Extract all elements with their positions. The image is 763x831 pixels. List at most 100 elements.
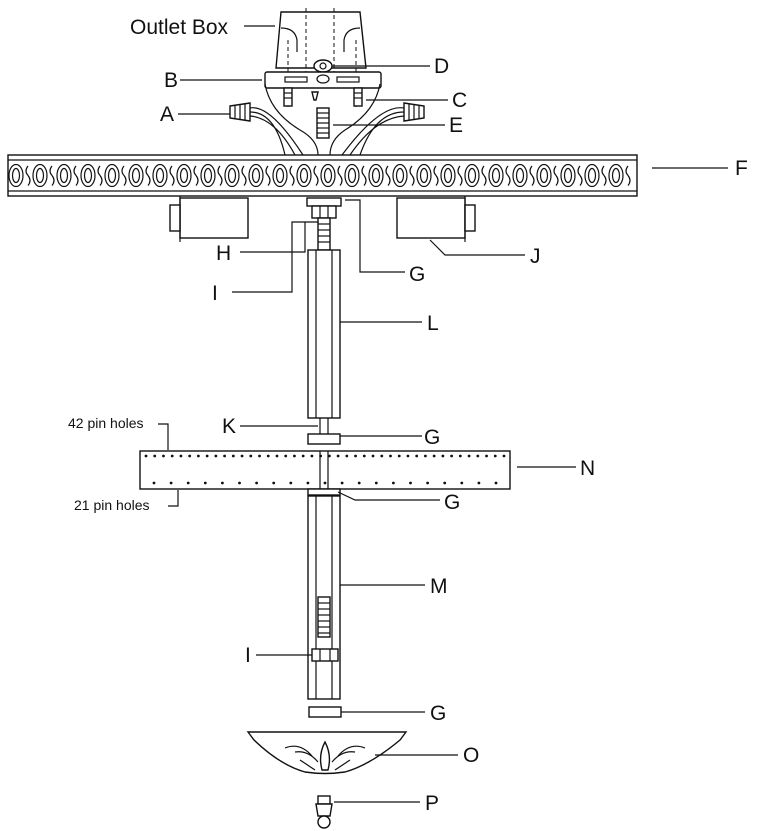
p-finial (315, 795, 333, 829)
pin-hole-top (467, 454, 471, 458)
label-i-lower: I (245, 644, 251, 667)
label-h: H (216, 242, 231, 265)
label-a: A (160, 103, 174, 126)
f-canopy-band (7, 154, 638, 197)
pin-hole-top (450, 454, 454, 458)
pin-hole-top (249, 454, 253, 458)
band-oval (104, 163, 120, 188)
band-flourish (361, 165, 367, 186)
label-p: P (425, 792, 439, 815)
band-oval (152, 163, 168, 188)
band-oval-inner (227, 167, 237, 184)
label-g-bottom: G (430, 702, 446, 725)
pin-hole-bottom (238, 481, 241, 485)
band-flourish (385, 165, 391, 186)
pin-hole-top (162, 454, 165, 458)
band-flourish (289, 165, 295, 186)
label-j: J (530, 245, 541, 268)
label-i-upper: I (212, 282, 218, 305)
band-oval (512, 163, 528, 188)
pin-hole-top (441, 454, 445, 458)
pin-hole-top (362, 454, 366, 458)
band-oval-inner (251, 167, 261, 184)
band-oval (56, 163, 72, 188)
pin-hole-top (327, 454, 331, 458)
pin-hole-bottom (477, 481, 481, 485)
pin-hole-top (275, 454, 279, 458)
label-c: C (452, 89, 467, 112)
pin-hole-top (380, 454, 384, 458)
b-crossbar (264, 71, 382, 89)
band-oval-inner (323, 167, 333, 184)
band-oval-inner (11, 167, 21, 184)
band-oval-inner (539, 167, 549, 184)
pin-hole-bottom (289, 481, 293, 485)
band-flourish (433, 165, 439, 186)
pin-hole-bottom (494, 481, 498, 485)
band-oval (608, 163, 624, 188)
pin-hole-top (424, 454, 427, 458)
band-oval-inner (395, 167, 405, 184)
pin-hole-top (196, 454, 200, 458)
leader-lines (158, 25, 728, 803)
i-nut-lower (311, 648, 339, 662)
j-side-bracket-right (396, 196, 476, 242)
band-flourish (337, 165, 343, 186)
pin-hole-bottom (357, 481, 361, 485)
pin-hole-top (415, 454, 419, 458)
band-flourish (505, 165, 511, 186)
g-washer-upper (307, 433, 341, 445)
band-oval (8, 163, 24, 188)
band-oval-inner (35, 167, 45, 184)
pin-hole-bottom (203, 481, 207, 485)
pin-hole-top (240, 454, 244, 458)
pin-hole-top (432, 454, 436, 458)
pin-hole-top (371, 454, 375, 458)
band-flourish (121, 165, 127, 186)
band-oval-inner (371, 167, 381, 184)
pin-hole-bottom (340, 481, 344, 485)
band-oval-inner (347, 167, 357, 184)
band-oval (176, 163, 192, 188)
pin-hole-top (458, 454, 462, 458)
pin-hole-top (354, 454, 357, 458)
band-oval (392, 163, 408, 188)
band-oval (32, 163, 48, 188)
pin-hole-top (223, 454, 226, 458)
band-oval-inner (467, 167, 477, 184)
band-flourish (553, 165, 559, 186)
pin-hole-top (301, 454, 305, 458)
pin-hole-bottom (443, 481, 447, 485)
label-g-washer: G (424, 426, 440, 449)
band-oval-inner (155, 167, 165, 184)
label-l: L (427, 312, 439, 335)
pin-hole-top (205, 454, 209, 458)
label-m: M (430, 575, 448, 598)
pin-hole-top (144, 454, 148, 458)
pin-hole-top (476, 454, 480, 458)
band-oval-inner (59, 167, 69, 184)
pin-hole-top (310, 454, 314, 458)
pin-hole-bottom (152, 481, 156, 485)
o-bottom-bowl (246, 731, 408, 775)
band-oval (368, 163, 384, 188)
band-flourish (217, 165, 223, 186)
band-flourish (481, 165, 487, 186)
pin-hole-top (258, 454, 261, 458)
band-oval (416, 163, 432, 188)
band-flourish (457, 165, 463, 186)
band-oval (464, 163, 480, 188)
band-flourish (241, 165, 247, 186)
pin-hole-bottom (323, 481, 327, 485)
band-oval (248, 163, 264, 188)
label-e: E (449, 114, 463, 137)
band-oval-inner (203, 167, 213, 184)
band-oval (560, 163, 576, 188)
label-pin-holes-bottom: 21 pin holes (74, 497, 150, 513)
pin-hole-bottom (255, 481, 258, 485)
band-oval (488, 163, 504, 188)
pin-hole-top (231, 454, 235, 458)
pin-hole-top (214, 454, 218, 458)
label-n: N (580, 457, 595, 480)
